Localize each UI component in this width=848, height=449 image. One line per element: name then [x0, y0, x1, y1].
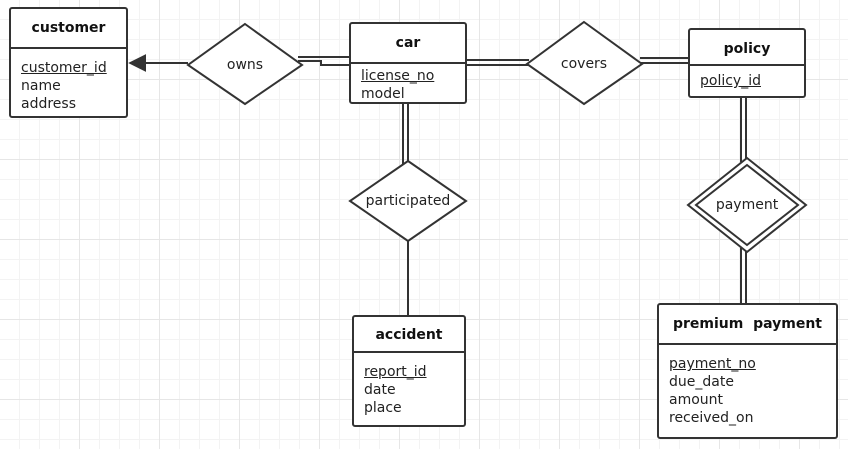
- entity-title: car: [351, 24, 465, 64]
- attribute: received_on: [669, 410, 754, 426]
- attribute: model: [361, 86, 405, 102]
- policy-entity[interactable]: policy policy_id: [688, 28, 806, 98]
- car-participated-connector: [402, 104, 409, 166]
- payment-relationship-label: payment: [715, 197, 779, 213]
- covers-relationship-diamond[interactable]: [525, 20, 644, 106]
- owns-car-connector: [298, 56, 349, 66]
- attribute: address: [21, 96, 77, 112]
- attribute: place: [364, 400, 402, 416]
- primary-key-attribute: payment_no: [669, 356, 756, 372]
- attribute: date: [364, 382, 396, 398]
- car-covers-connector: [467, 59, 529, 66]
- primary-key-attribute: customer_id: [21, 60, 107, 76]
- owns-relationship-diamond[interactable]: [186, 22, 304, 106]
- customer-entity[interactable]: customer customer_id name address: [9, 7, 128, 118]
- attribute-list: report_id date place: [354, 353, 464, 417]
- premium-payment-entity[interactable]: premium payment payment_no due_date amou…: [657, 303, 838, 439]
- attribute-list: policy_id: [690, 66, 804, 90]
- payment-identifying-relationship-diamond[interactable]: [686, 156, 808, 254]
- entity-title: premium payment: [659, 305, 836, 345]
- covers-policy-connector: [640, 57, 689, 64]
- primary-key-attribute: report_id: [364, 364, 427, 380]
- car-entity[interactable]: car license_no model: [349, 22, 467, 104]
- policy-payment-connector: [740, 98, 747, 162]
- covers-relationship-label: covers: [560, 56, 608, 72]
- participated-relationship-diamond[interactable]: [348, 159, 468, 243]
- entity-title: customer: [11, 9, 126, 49]
- attribute: name: [21, 78, 61, 94]
- entity-title: accident: [354, 317, 464, 353]
- attribute: amount: [669, 392, 724, 408]
- attribute-list: payment_no due_date amount received_on: [659, 345, 836, 427]
- attribute-list: customer_id name address: [11, 49, 126, 113]
- attribute: due_date: [669, 374, 734, 390]
- attribute-list: license_no model: [351, 64, 465, 103]
- primary-key-attribute: policy_id: [700, 73, 761, 89]
- payment-premium-connector: [740, 248, 747, 304]
- owns-relationship-label: owns: [226, 57, 264, 73]
- primary-key-attribute: license_no: [361, 68, 435, 84]
- participated-relationship-label: participated: [365, 193, 451, 209]
- accident-entity[interactable]: accident report_id date place: [352, 315, 466, 427]
- entity-title: policy: [690, 30, 804, 66]
